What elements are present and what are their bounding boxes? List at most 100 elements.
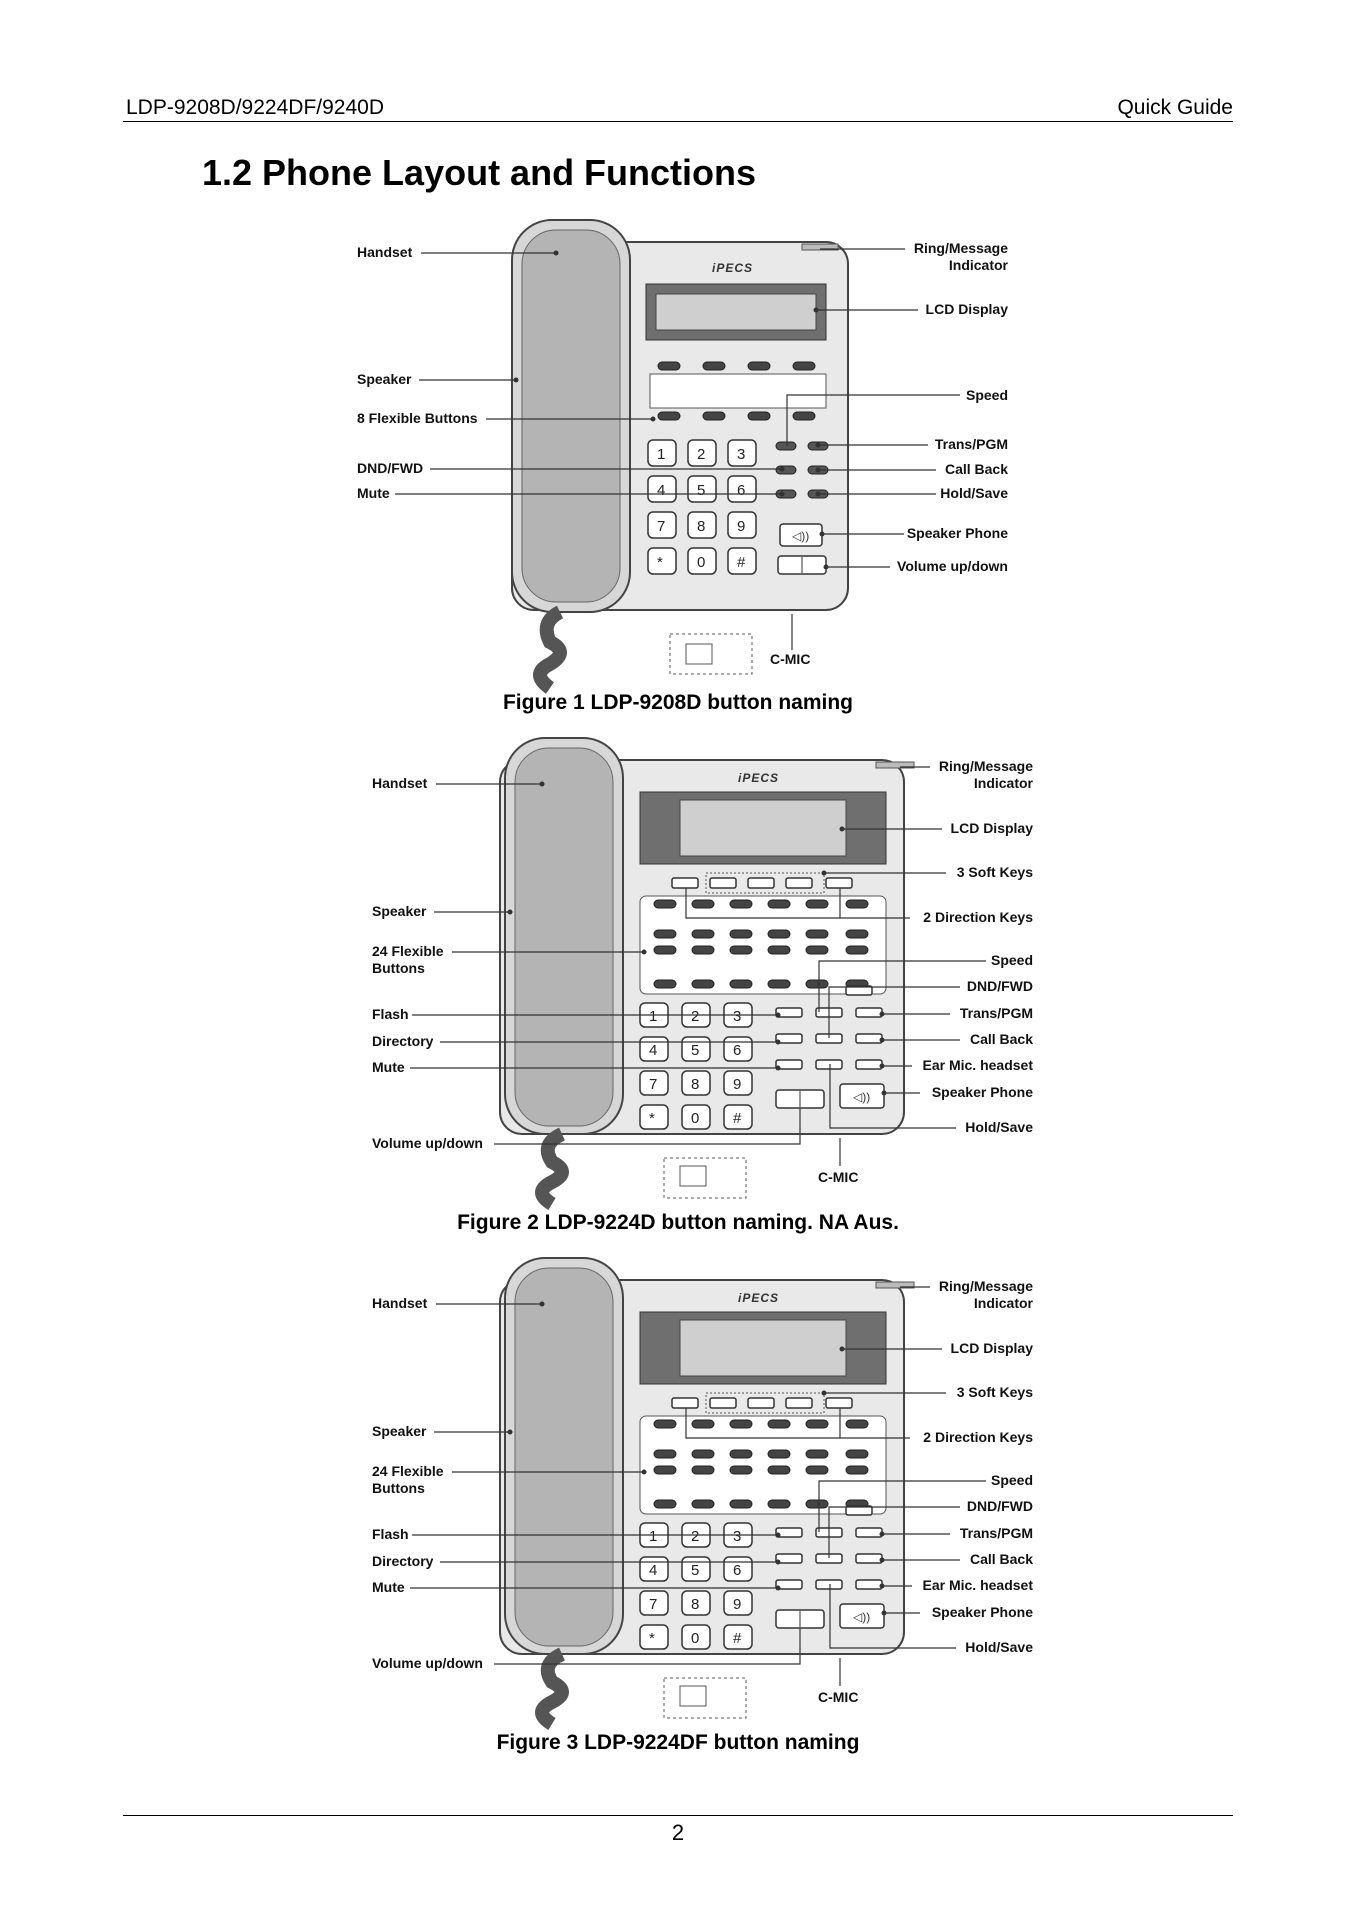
label-flash: Flash <box>372 1526 409 1542</box>
label-direction: 2 Direction Keys <box>923 909 1033 925</box>
label-earmic: Ear Mic. headset <box>923 1577 1034 1593</box>
header-guide: Quick Guide <box>1117 96 1233 119</box>
label-flexible: 24 Flexible <box>372 943 444 959</box>
key-4: 4 <box>649 1562 657 1579</box>
label-speaker: Speaker <box>372 903 427 919</box>
key-0: 0 <box>691 1110 699 1127</box>
label-earmic: Ear Mic. headset <box>923 1057 1034 1073</box>
key-9: 9 <box>733 1596 741 1613</box>
key-8: 8 <box>691 1596 699 1613</box>
speaker-phone-icon: ◁)) <box>853 1610 870 1624</box>
brand-logo: iPECS <box>738 771 779 785</box>
page-number: 2 <box>671 1820 685 1845</box>
label-handset: Handset <box>357 244 413 260</box>
key-2: 2 <box>691 1528 699 1545</box>
label-dnd: DND/FWD <box>967 978 1033 994</box>
label-volume: Volume up/down <box>372 1655 483 1671</box>
label-handset: Handset <box>372 1295 428 1311</box>
label-handset: Handset <box>372 775 428 791</box>
label-softkeys: 3 Soft Keys <box>957 864 1033 880</box>
key-1: 1 <box>657 446 665 463</box>
header-model: LDP-9208D/9224DF/9240D <box>126 96 384 119</box>
key-6: 6 <box>737 482 745 499</box>
brand-logo: iPECS <box>738 1291 779 1305</box>
label-callback: Call Back <box>970 1551 1033 1567</box>
key-7: 7 <box>657 518 665 535</box>
label-lcd: LCD Display <box>926 301 1009 317</box>
label-flexible-2: Buttons <box>372 1480 425 1496</box>
label-flash: Flash <box>372 1006 409 1022</box>
key-8: 8 <box>691 1076 699 1093</box>
header-rule <box>123 121 1233 122</box>
label-lcd: LCD Display <box>951 1340 1034 1356</box>
key-hash: # <box>737 554 746 571</box>
label-hold: Hold/Save <box>965 1639 1033 1655</box>
key-8: 8 <box>697 518 705 535</box>
label-cmic: C-MIC <box>818 1169 858 1185</box>
label-cmic: C-MIC <box>818 1689 858 1705</box>
label-volume: Volume up/down <box>372 1135 483 1151</box>
label-mute: Mute <box>357 485 390 501</box>
label-softkeys: 3 Soft Keys <box>957 1384 1033 1400</box>
key-4: 4 <box>649 1042 657 1059</box>
label-mute: Mute <box>372 1059 405 1075</box>
label-lcd: LCD Display <box>951 820 1034 836</box>
label-hold: Hold/Save <box>965 1119 1033 1135</box>
label-speaker: Speaker <box>357 371 412 387</box>
key-2: 2 <box>691 1008 699 1025</box>
label-callback: Call Back <box>945 461 1008 477</box>
label-callback: Call Back <box>970 1031 1033 1047</box>
key-0: 0 <box>691 1630 699 1647</box>
label-direction: 2 Direction Keys <box>923 1429 1033 1445</box>
label-trans: Trans/PGM <box>935 436 1008 452</box>
label-ring-2: Indicator <box>974 1295 1034 1311</box>
label-dnd: DND/FWD <box>357 460 423 476</box>
key-6: 6 <box>733 1562 741 1579</box>
key-7: 7 <box>649 1076 657 1093</box>
key-hash: # <box>733 1630 742 1647</box>
label-speed: Speed <box>991 952 1033 968</box>
label-trans: Trans/PGM <box>960 1525 1033 1541</box>
figure-1-phone-diagram: iPECS 1 2 3 4 5 6 7 8 9 * 0 # ◁)) <box>357 219 1009 694</box>
key-3: 3 <box>737 446 745 463</box>
key-4: 4 <box>657 482 665 499</box>
key-5: 5 <box>691 1562 699 1579</box>
label-hold: Hold/Save <box>940 485 1008 501</box>
label-ring-2: Indicator <box>949 257 1009 273</box>
key-0: 0 <box>697 554 705 571</box>
label-flexible: 24 Flexible <box>372 1463 444 1479</box>
figure-1-caption: Figure 1 LDP-9208D button naming <box>502 691 854 714</box>
label-speaker-phone: Speaker Phone <box>932 1084 1033 1100</box>
key-9: 9 <box>737 518 745 535</box>
label-ring: Ring/Message <box>939 1278 1033 1294</box>
label-speed: Speed <box>966 387 1008 403</box>
label-directory: Directory <box>372 1033 434 1049</box>
key-5: 5 <box>697 482 705 499</box>
key-2: 2 <box>697 446 705 463</box>
label-mute: Mute <box>372 1579 405 1595</box>
key-6: 6 <box>733 1042 741 1059</box>
brand-logo: iPECS <box>712 261 753 275</box>
figure-2-phone-diagram: iPECS 1 2 3 4 5 6 7 8 9 * 0 # <box>372 737 1034 1211</box>
figure-3-caption: Figure 3 LDP-9224DF button naming <box>496 1731 860 1754</box>
label-speaker-phone: Speaker Phone <box>932 1604 1033 1620</box>
label-ring-2: Indicator <box>974 775 1034 791</box>
label-directory: Directory <box>372 1553 434 1569</box>
section-title: 1.2 Phone Layout and Functions <box>202 152 757 193</box>
key-3: 3 <box>733 1008 741 1025</box>
footer-rule <box>123 1815 1233 1816</box>
label-trans: Trans/PGM <box>960 1005 1033 1021</box>
label-speaker-phone: Speaker Phone <box>907 525 1008 541</box>
key-5: 5 <box>691 1042 699 1059</box>
key-hash: # <box>733 1110 742 1127</box>
label-flexible-2: Buttons <box>372 960 425 976</box>
label-ring: Ring/Message <box>939 758 1033 774</box>
figure-3-phone-diagram: iPECS 1 2 3 4 5 6 7 8 9 * 0 # <box>372 1257 1034 1731</box>
key-1: 1 <box>649 1528 657 1545</box>
label-ring: Ring/Message <box>914 240 1008 256</box>
figure-2-caption: Figure 2 LDP-9224D button naming. NA Aus… <box>457 1211 899 1234</box>
label-flexible: 8 Flexible Buttons <box>357 410 478 426</box>
key-7: 7 <box>649 1596 657 1613</box>
speaker-phone-icon: ◁)) <box>853 1090 870 1104</box>
label-cmic: C-MIC <box>770 651 810 667</box>
